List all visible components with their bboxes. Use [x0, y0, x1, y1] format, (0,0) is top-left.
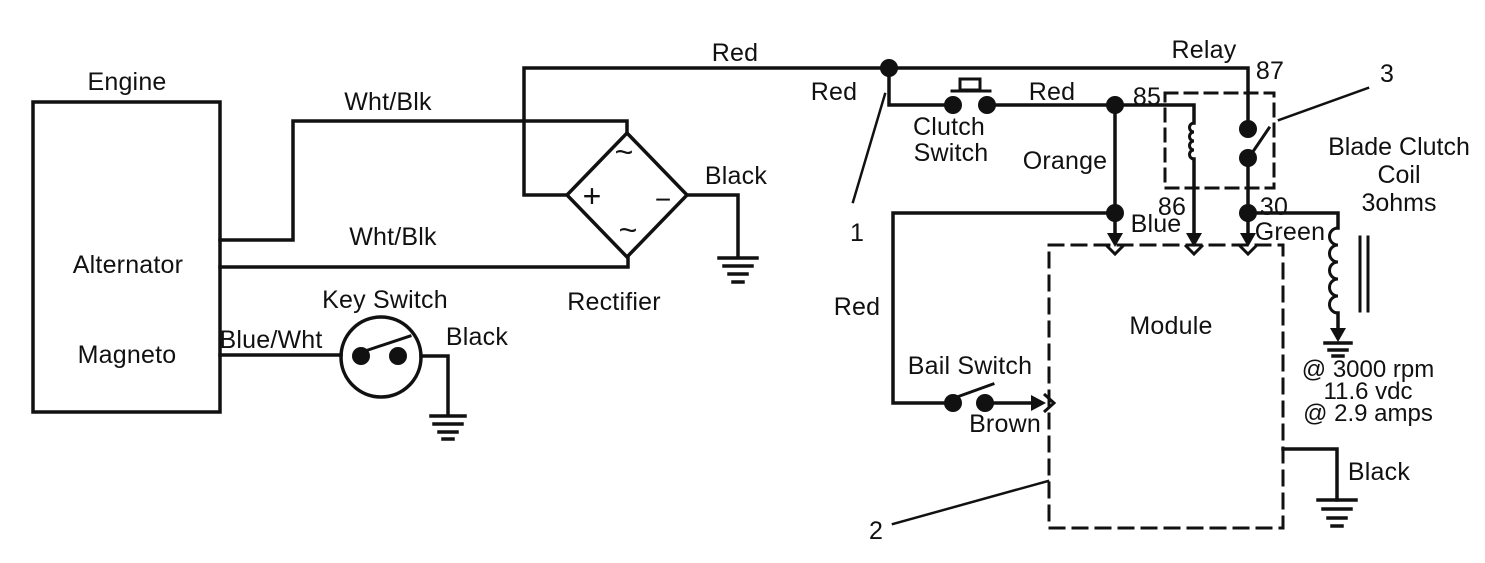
- spec-rpm: @ 3000 rpm: [1301, 356, 1435, 383]
- relay-pin-85: 85: [1132, 83, 1162, 111]
- ground-module: [1316, 498, 1358, 528]
- key-contact-dot: [389, 347, 407, 365]
- rectifier-ac-top: ~: [615, 134, 634, 170]
- callout-2-label: 2: [868, 517, 884, 545]
- rectifier-symbol: [564, 130, 690, 260]
- relay-pin-87: 87: [1255, 57, 1285, 85]
- junction-dot: [1106, 96, 1124, 114]
- arrow-head: [1107, 233, 1123, 247]
- wire-green: [1246, 211, 1340, 230]
- blade-clutch-line-2: Coil: [1377, 161, 1421, 189]
- relay-pin-86: 86: [1157, 193, 1187, 221]
- alternator-label: Alternator: [72, 251, 184, 279]
- black-key-label: Black: [445, 323, 509, 351]
- blue-wht-label: Blue/Wht: [219, 326, 323, 354]
- coil-specs: @ 3000 rpm 11.6 vdc @ 2.9 amps: [1301, 356, 1435, 427]
- callout-1-label: 1: [849, 219, 865, 247]
- brown-label: Brown: [969, 410, 1041, 438]
- clutch-contact-dot: [944, 96, 962, 114]
- spec-amps: @ 2.9 amps: [1303, 400, 1433, 427]
- red-clutch-label: Red: [810, 78, 858, 106]
- callout-3-label: 3: [1379, 60, 1395, 88]
- blade-clutch-line-3: 3ohms: [1361, 189, 1437, 217]
- key-switch-label: Key Switch: [322, 286, 448, 314]
- callout-3-pointer: [1277, 86, 1370, 122]
- arrow-head: [1186, 233, 1202, 247]
- callout-2-pointer: [891, 479, 1050, 526]
- arrow-head-bail: [1031, 395, 1046, 411]
- ground-blade-clutch: [1323, 341, 1353, 358]
- coil-core-lines: [1358, 235, 1370, 313]
- ground-rectifier: [717, 256, 759, 284]
- clutch-switch-button: [958, 77, 982, 92]
- clutch-contact-dot: [978, 96, 996, 114]
- green-label: Green: [1254, 218, 1326, 246]
- wire-black-key: [419, 354, 450, 416]
- key-switch-symbol: [339, 315, 423, 399]
- whtblk-top-label: Wht/Blk: [344, 88, 432, 116]
- junction-dot: [880, 59, 898, 77]
- blade-clutch-line-1: Blade Clutch: [1328, 133, 1470, 161]
- rectifier-minus: −: [655, 184, 671, 215]
- red-after-clutch-label: Red: [1028, 78, 1076, 106]
- junction-dots: [352, 59, 1257, 412]
- relay-box: [1163, 91, 1276, 190]
- wire-black-rectifier: [685, 193, 740, 259]
- magneto-label: Magneto: [77, 341, 177, 369]
- callout-1-pointer: [851, 92, 887, 204]
- engine-box: [31, 100, 222, 414]
- rectifier-ac-bottom: ~: [619, 212, 638, 248]
- junction-dot: [1106, 204, 1124, 222]
- blue-label: Blue: [1130, 210, 1182, 238]
- key-contact-dot: [352, 347, 370, 365]
- key-switch-blade: [360, 334, 412, 354]
- clutch-switch-label-2: Switch: [913, 139, 989, 167]
- whtblk-bottom-label: Wht/Blk: [349, 223, 437, 251]
- rectifier-label: Rectifier: [567, 288, 661, 316]
- arrow-chevron: [1042, 392, 1057, 414]
- module-label: Module: [1129, 312, 1213, 340]
- rectifier-marks: ~ + − ~: [583, 134, 672, 248]
- wire-red-bail: [891, 211, 1117, 405]
- black-rectifier-label: Black: [704, 162, 768, 190]
- bail-contact-dot: [944, 394, 962, 412]
- relay-pin-30: 30: [1259, 193, 1289, 221]
- relay-contact-dot: [1239, 120, 1257, 138]
- arrow-chevron: [1183, 243, 1205, 257]
- relay-coil-symbol: [1188, 121, 1196, 161]
- orange-label: Orange: [1022, 147, 1108, 175]
- arrow-head-coil-ground: [1330, 328, 1346, 342]
- red-main-label: Red: [711, 39, 759, 67]
- ground-key-switch: [429, 414, 467, 441]
- relay-label: Relay: [1171, 36, 1237, 64]
- wire-whtblk-top: [218, 119, 629, 242]
- wire-red-clutch-branch: [887, 66, 955, 107]
- spec-vdc: 11.6 vdc: [1323, 378, 1413, 405]
- wire-whtblk-bottom: [218, 254, 630, 269]
- module-entry-arrows: [1031, 233, 1346, 414]
- junction-dot: [1239, 204, 1257, 222]
- black-module-label: Black: [1347, 458, 1411, 486]
- bail-switch-label: Bail Switch: [907, 352, 1033, 380]
- engine-label: Engine: [87, 68, 167, 96]
- relay-contact-dot: [1239, 149, 1257, 167]
- bail-contact-dot: [976, 394, 994, 412]
- blade-clutch-coil-symbol: [1328, 226, 1340, 315]
- bail-switch-blade: [955, 382, 995, 399]
- wire-red-main: [522, 66, 1250, 197]
- wire-red-to-relay-coil: [985, 103, 1196, 125]
- blade-clutch-caption: Blade Clutch Coil 3ohms: [1328, 133, 1470, 217]
- module-box: [1047, 243, 1285, 530]
- arrow-chevron: [1237, 243, 1259, 257]
- arrow-chevron: [1104, 243, 1126, 257]
- rectifier-plus: +: [583, 178, 602, 214]
- clutch-switch-label-1: Clutch: [912, 113, 986, 141]
- arrow-head: [1240, 233, 1256, 247]
- red-bail-label: Red: [833, 293, 881, 321]
- wire-black-module: [1281, 447, 1339, 502]
